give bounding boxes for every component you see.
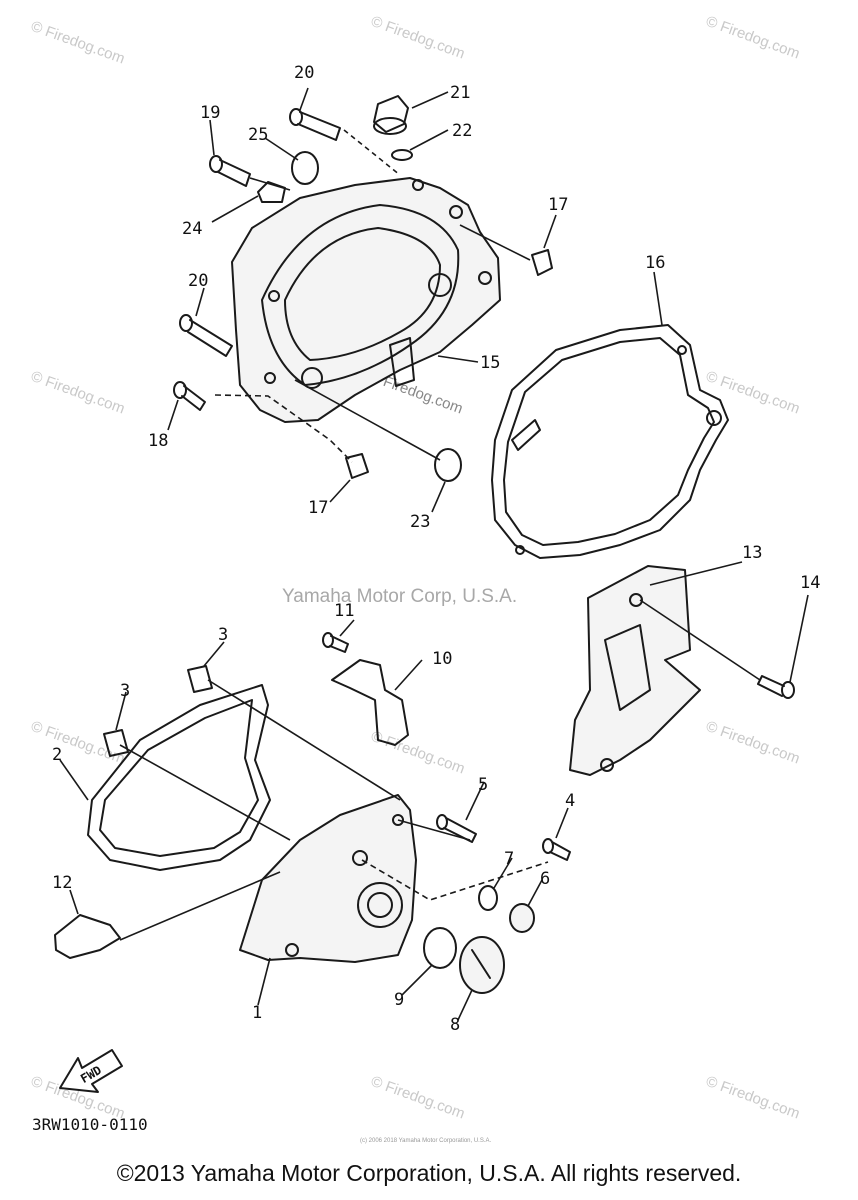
seal-25: [291, 151, 319, 185]
cap-8: [459, 936, 505, 994]
plug-6: [509, 903, 535, 933]
watermark: © Firedog.com: [704, 13, 802, 63]
dowel-17: [531, 249, 553, 276]
callout-12: 12: [52, 873, 72, 893]
bolt-19: [209, 155, 251, 187]
watermark: © Firedog.com: [369, 728, 467, 778]
callout-17: 17: [308, 498, 328, 518]
callout-5: 5: [478, 775, 488, 795]
callout-13: 13: [742, 543, 762, 563]
callout-15: 15: [480, 353, 500, 373]
watermark: © Firedog.com: [29, 718, 127, 768]
dowel-17: [345, 453, 369, 479]
bolt-18: [173, 381, 206, 411]
callout-20: 20: [188, 271, 208, 291]
callout-1: 1: [252, 1003, 262, 1023]
callout-11: 11: [334, 601, 354, 621]
callout-9: 9: [394, 990, 404, 1010]
callout-4: 4: [565, 791, 575, 811]
callout-2: 2: [52, 745, 62, 765]
callout-24: 24: [182, 219, 202, 239]
o-ring-7: [478, 885, 498, 911]
filler-plug-21: [373, 95, 409, 135]
seal-23: [434, 448, 462, 482]
gasket-2: [87, 684, 271, 871]
leader-lines: [59, 87, 809, 1021]
callout-17: 17: [548, 195, 568, 215]
callout-7: 7: [504, 849, 514, 869]
watermark: © Firedog.com: [369, 1073, 467, 1123]
crankcase-cover-15: [231, 177, 501, 423]
callout-18: 18: [148, 431, 168, 451]
callout-21: 21: [450, 83, 470, 103]
callout-19: 19: [200, 103, 220, 123]
callout-6: 6: [540, 869, 550, 889]
dowel-3: [103, 729, 129, 757]
sprocket-cover-13: [569, 565, 701, 776]
parts-diagram: © Firedog.com © Firedog.com © Firedog.co…: [29, 13, 821, 1144]
bolt-4: [542, 838, 571, 861]
callout-3: 3: [218, 625, 228, 645]
callout-10: 10: [432, 649, 452, 669]
drawing-code: 3RW1010-0110: [32, 1115, 148, 1134]
callout-23: 23: [410, 512, 430, 532]
callout-labels: 1 2 3 3 4 5 6 7 8 9 10 11 12 13 14 15 16…: [52, 63, 820, 1035]
callout-14: 14: [800, 573, 820, 593]
callout-25: 25: [248, 125, 268, 145]
o-ring-9: [423, 927, 457, 969]
gasket-16: [491, 324, 729, 559]
small-notice: (c) 2006 2018 Yamaha Motor Corporation, …: [360, 1138, 492, 1144]
callout-3: 3: [120, 681, 130, 701]
watermark: © Firedog.com: [704, 1073, 802, 1123]
watermark: © Firedog.com: [29, 368, 127, 418]
callout-16: 16: [645, 253, 665, 273]
watermark: © Firedog.com: [704, 368, 802, 418]
bolt-14: [757, 675, 795, 699]
center-watermark: Yamaha Motor Corp, U.S.A.: [282, 586, 517, 607]
callout-8: 8: [450, 1015, 460, 1035]
copyright-footer: ©2013 Yamaha Motor Corporation, U.S.A. A…: [116, 1160, 742, 1186]
bolt-20: [179, 314, 233, 357]
bracket-10: [331, 659, 409, 746]
callout-20: 20: [294, 63, 314, 83]
bracket-12: [54, 914, 121, 959]
o-ring-22: [391, 149, 413, 161]
bolt-5: [436, 814, 477, 843]
watermark: © Firedog.com: [704, 718, 802, 768]
dowel-3: [187, 665, 213, 693]
generator-cover-1: [239, 794, 417, 963]
bolt-11: [322, 632, 349, 653]
bolt-20: [289, 108, 341, 141]
watermark: © Firedog.com: [369, 13, 467, 63]
watermark: © Firedog.com: [29, 18, 127, 68]
callout-22: 22: [452, 121, 472, 141]
